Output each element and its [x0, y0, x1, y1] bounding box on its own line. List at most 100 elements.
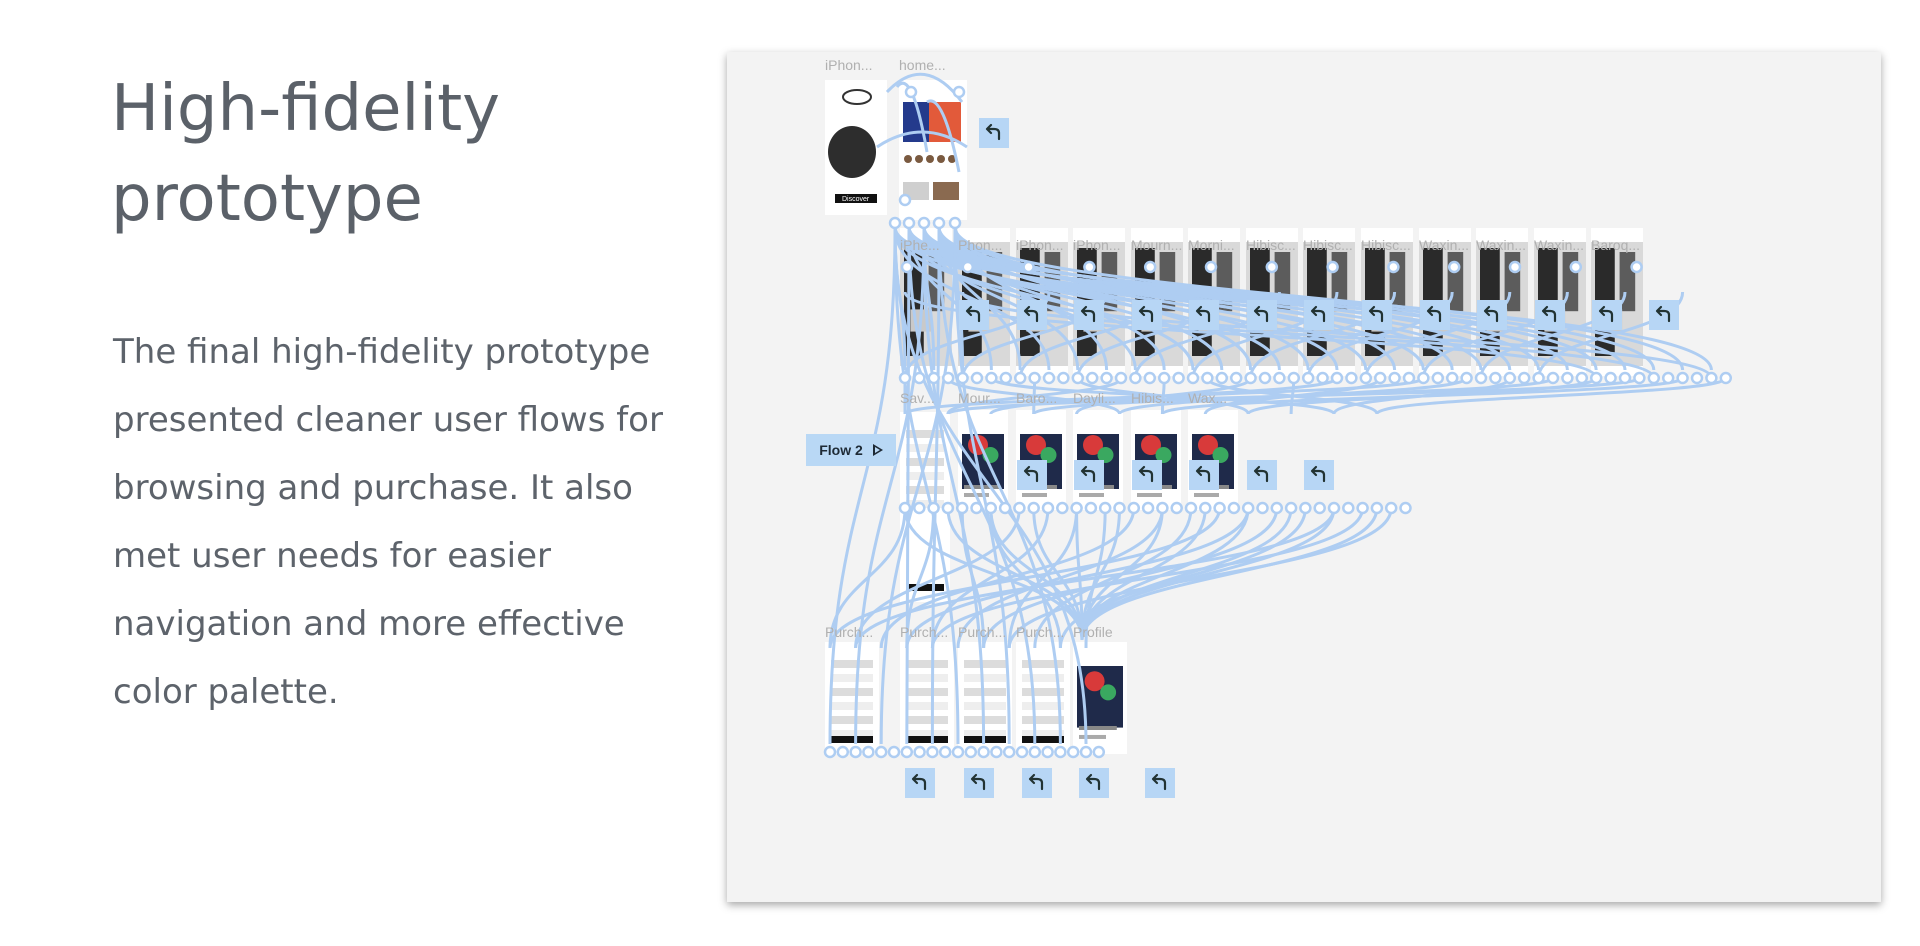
connector-node[interactable]: [1431, 371, 1445, 385]
back-arrow-icon[interactable]: [1189, 460, 1219, 490]
connector-node[interactable]: [951, 745, 965, 759]
connector-node[interactable]: [1013, 371, 1027, 385]
connector-node[interactable]: [927, 501, 940, 515]
back-arrow-icon[interactable]: [1132, 460, 1162, 490]
connector-node[interactable]: [1517, 371, 1531, 385]
connector-node[interactable]: [1172, 371, 1185, 385]
connector-node[interactable]: [1015, 745, 1029, 759]
connector-node[interactable]: [1213, 501, 1226, 515]
back-arrow-icon[interactable]: [1022, 768, 1052, 798]
connector-node[interactable]: [1342, 501, 1355, 515]
connector-node[interactable]: [887, 745, 901, 759]
back-arrow-icon[interactable]: [1074, 300, 1104, 330]
connector-node[interactable]: [1532, 371, 1545, 385]
connector-node[interactable]: [1316, 371, 1329, 385]
connector-node[interactable]: [990, 745, 1003, 759]
connector-node[interactable]: [849, 745, 862, 759]
connector-node[interactable]: [1604, 371, 1617, 385]
back-arrow-icon[interactable]: [1304, 460, 1334, 490]
connector-node[interactable]: [1287, 371, 1301, 385]
connector-node[interactable]: [1186, 371, 1200, 385]
connector-node[interactable]: [956, 371, 969, 385]
back-arrow-icon[interactable]: [1535, 300, 1565, 330]
connector-node[interactable]: [961, 260, 975, 274]
connector-node[interactable]: [1028, 745, 1042, 759]
connector-node[interactable]: [1301, 371, 1315, 385]
back-arrow-icon[interactable]: [1247, 460, 1277, 490]
connector-node[interactable]: [1227, 501, 1241, 515]
connector-node[interactable]: [1056, 501, 1069, 515]
connector-node[interactable]: [1460, 371, 1473, 385]
connector-node[interactable]: [1633, 371, 1646, 385]
connector-node[interactable]: [1079, 745, 1093, 759]
connector-node[interactable]: [985, 371, 998, 385]
connector-node[interactable]: [1284, 501, 1298, 515]
connector-node[interactable]: [1508, 260, 1522, 274]
connector-node[interactable]: [1589, 371, 1603, 385]
connector-node[interactable]: [1170, 501, 1183, 515]
connector-node[interactable]: [1141, 501, 1155, 515]
connector-node[interactable]: [1326, 260, 1339, 274]
connector-node[interactable]: [874, 745, 888, 759]
connector-node[interactable]: [1270, 501, 1284, 515]
connector-node[interactable]: [1098, 501, 1112, 515]
connector-node[interactable]: [836, 745, 850, 759]
connector-node[interactable]: [926, 745, 939, 759]
connector-node[interactable]: [1273, 371, 1286, 385]
connector-node[interactable]: [1085, 371, 1099, 385]
connector-node[interactable]: [1313, 501, 1326, 515]
back-arrow-icon[interactable]: [959, 300, 989, 330]
connector-node[interactable]: [898, 501, 912, 515]
connector-node[interactable]: [1244, 371, 1257, 385]
connector-node[interactable]: [1041, 501, 1055, 515]
connector-node[interactable]: [1445, 371, 1459, 385]
connector-node[interactable]: [902, 216, 916, 230]
connector-node[interactable]: [1387, 260, 1400, 274]
back-arrow-icon[interactable]: [1189, 300, 1219, 330]
connector-node[interactable]: [1299, 501, 1312, 515]
frame-purchase-4[interactable]: [1016, 642, 1070, 754]
connector-node[interactable]: [1359, 371, 1373, 385]
connector-node[interactable]: [1630, 260, 1643, 274]
connector-node[interactable]: [1113, 501, 1126, 515]
back-arrow-icon[interactable]: [905, 768, 935, 798]
connector-node[interactable]: [1215, 371, 1229, 385]
frame-purchase-2[interactable]: [900, 642, 954, 754]
back-arrow-icon[interactable]: [1362, 300, 1392, 330]
connector-node[interactable]: [1201, 371, 1214, 385]
connector-node[interactable]: [1676, 371, 1689, 385]
connector-node[interactable]: [1157, 371, 1171, 385]
connector-node[interactable]: [1345, 371, 1358, 385]
connector-node[interactable]: [1661, 371, 1675, 385]
connector-node[interactable]: [1241, 501, 1255, 515]
connector-node[interactable]: [1256, 501, 1269, 515]
connector-node[interactable]: [1100, 371, 1113, 385]
connector-node[interactable]: [977, 745, 990, 759]
connector-node[interactable]: [1719, 371, 1733, 385]
back-arrow-icon[interactable]: [979, 118, 1009, 148]
connector-node[interactable]: [941, 371, 955, 385]
connector-node[interactable]: [1057, 371, 1070, 385]
connector-node[interactable]: [1647, 371, 1661, 385]
connector-node[interactable]: [948, 216, 962, 230]
connector-node[interactable]: [1370, 501, 1384, 515]
connector-node[interactable]: [1503, 371, 1517, 385]
connector-node[interactable]: [1070, 501, 1083, 515]
connector-node[interactable]: [1092, 745, 1106, 759]
connector-node[interactable]: [941, 501, 955, 515]
connector-node[interactable]: [900, 260, 914, 274]
connector-node[interactable]: [900, 745, 914, 759]
connector-node[interactable]: [1575, 371, 1589, 385]
connector-node[interactable]: [1258, 371, 1272, 385]
connector-node[interactable]: [984, 501, 998, 515]
connector-node[interactable]: [952, 85, 966, 99]
connector-node[interactable]: [955, 501, 969, 515]
connector-node[interactable]: [1143, 371, 1157, 385]
connector-node[interactable]: [862, 745, 875, 759]
connector-node[interactable]: [904, 85, 918, 99]
back-arrow-icon[interactable]: [1592, 300, 1622, 330]
connector-node[interactable]: [1561, 371, 1574, 385]
connector-node[interactable]: [1417, 371, 1430, 385]
connector-node[interactable]: [964, 745, 978, 759]
